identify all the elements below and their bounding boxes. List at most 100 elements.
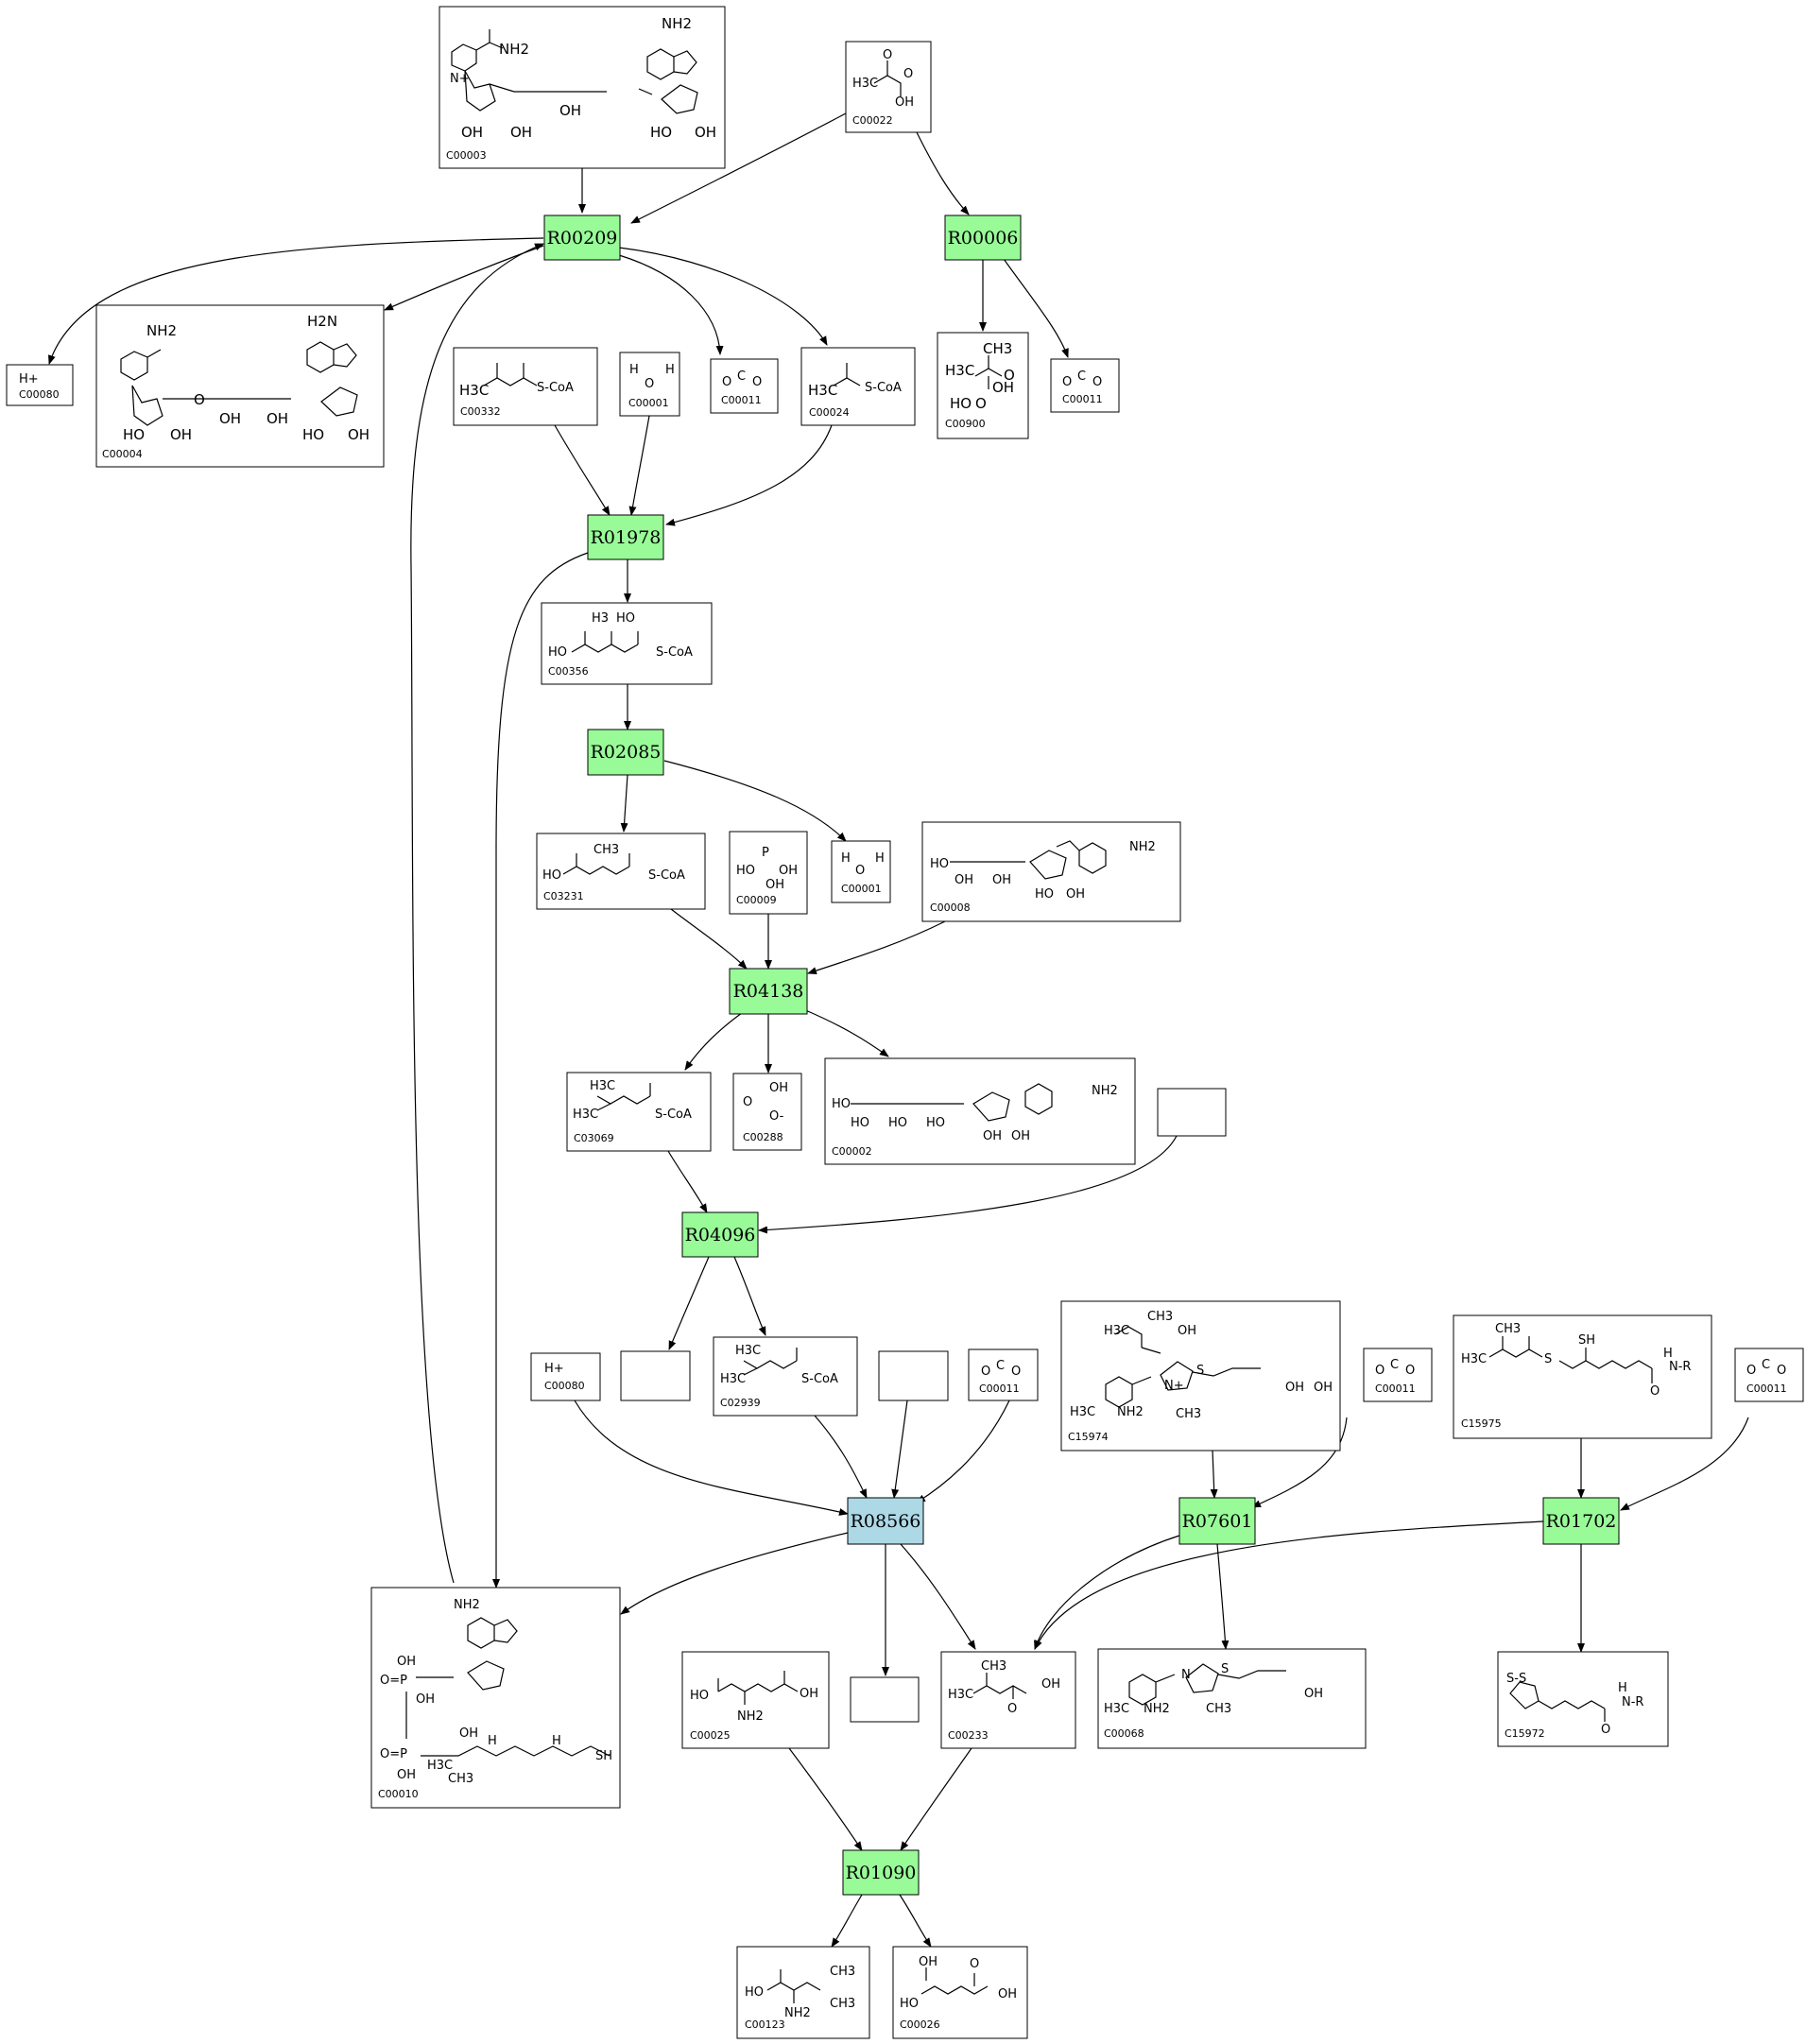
- compound-id: C00011: [1062, 393, 1103, 405]
- atom-label: NH2: [662, 15, 692, 32]
- edge: [620, 774, 628, 833]
- compound-node[interactable]: O C O C00011: [1050, 358, 1120, 413]
- compound-node[interactable]: HO OH OH HO OH NH2 C00008: [921, 821, 1181, 922]
- edge: [492, 552, 589, 1589]
- structure-drawing: [405, 1617, 611, 1757]
- atom-label: O: [1011, 1365, 1021, 1379]
- compound-node[interactable]: NH2 H2N O OH OH HO OH HO OH C00004: [95, 304, 385, 468]
- compound-node[interactable]: H3C H3C S-CoA C02939: [713, 1336, 858, 1417]
- compound-node[interactable]: OH O O- C00288: [732, 1073, 802, 1151]
- atom-label: CH3: [981, 1659, 1006, 1674]
- compound-node[interactable]: NH2 OH O=P OH O=P OH H3C CH3 OH H H SH C…: [370, 1587, 621, 1809]
- atom-label: NH2: [1129, 840, 1156, 854]
- edge: [618, 247, 828, 346]
- compound-node[interactable]: HO HO HO HO OH OH NH2 C00002: [824, 1057, 1136, 1165]
- reaction-node[interactable]: R04138: [729, 968, 808, 1015]
- empty-compound-node[interactable]: [850, 1676, 920, 1723]
- compound-node[interactable]: HO NH2 OH C00025: [681, 1651, 830, 1749]
- compound-node[interactable]: O C O C00011: [968, 1348, 1039, 1401]
- structure-drawing: [1128, 1663, 1286, 1706]
- edge: [1034, 1535, 1180, 1650]
- compound-id: C00332: [460, 405, 501, 418]
- compound-node[interactable]: H3C CH3 O OH HO O C00900: [937, 332, 1029, 439]
- atom-label: OH: [416, 1692, 435, 1707]
- atom-label: O: [1007, 1702, 1017, 1716]
- compound-node[interactable]: HO CH3 S-CoA C03231: [536, 833, 706, 910]
- compound-node[interactable]: CH3 H3C OH O C00233: [940, 1651, 1076, 1749]
- atom-label: CH3: [983, 340, 1012, 357]
- structure-drawing: [717, 1671, 799, 1705]
- atom-label: HO: [650, 124, 672, 141]
- reaction-node[interactable]: R02085: [587, 729, 664, 776]
- compound-node[interactable]: H3C S-CoA C00024: [800, 347, 916, 426]
- empty-compound-node[interactable]: [620, 1350, 691, 1401]
- compound-node[interactable]: O H3C OH O C00022: [845, 41, 932, 133]
- compound-id: C00080: [19, 388, 60, 401]
- compound-node[interactable]: H O H C00001: [831, 840, 891, 903]
- atom-label: H: [552, 1734, 561, 1748]
- reaction-node[interactable]: R00209: [543, 215, 621, 261]
- atom-label: H3C: [945, 362, 974, 379]
- compound-node[interactable]: S-S H N-R O C15972: [1497, 1651, 1669, 1747]
- atom-label: C: [1077, 369, 1086, 384]
- compound-nodes: NH2 N+ OH OH OH HO OH NH2 C00003 O H3C O…: [6, 6, 1804, 2039]
- reaction-node[interactable]: R08566: [847, 1497, 924, 1545]
- structure-drawing: [950, 840, 1107, 880]
- compound-node[interactable]: HO NH2 CH3 CH3 C00123: [736, 1946, 870, 2039]
- compound-id: C00001: [628, 397, 669, 409]
- edge: [1620, 1417, 1749, 1511]
- empty-compound-node[interactable]: [1157, 1088, 1227, 1137]
- atom-label: OH: [559, 102, 581, 119]
- compound-node[interactable]: H3C S-CoA C00332: [453, 347, 598, 426]
- reaction-node[interactable]: R00006: [944, 215, 1022, 261]
- reaction-node[interactable]: R07601: [1178, 1497, 1256, 1545]
- atom-label: OH: [1178, 1324, 1196, 1338]
- edge: [802, 1008, 889, 1057]
- edge: [670, 908, 748, 970]
- atom-label: OH: [170, 426, 192, 443]
- atom-label: S: [1196, 1364, 1204, 1378]
- compound-id: C00024: [809, 406, 850, 419]
- compound-node[interactable]: H3 HO HO S-CoA C00356: [541, 602, 713, 685]
- compound-node[interactable]: O C O C00011: [1363, 1348, 1433, 1402]
- compound-node[interactable]: O C O C00011: [1734, 1348, 1804, 1402]
- atom-label: H3C: [427, 1759, 453, 1773]
- compound-id: C00356: [548, 665, 589, 678]
- reaction-node[interactable]: R01090: [842, 1849, 920, 1896]
- atom-label: O: [1092, 375, 1102, 389]
- compound-node[interactable]: HO P OH OH C00009: [729, 831, 808, 915]
- compound-node[interactable]: OH HO OH O C00026: [892, 1946, 1028, 2039]
- atom-label: O: [1375, 1364, 1385, 1378]
- compound-node[interactable]: H3C NH2 S N CH3 OH C00068: [1097, 1648, 1367, 1749]
- atom-label: HO: [302, 426, 324, 443]
- compound-node[interactable]: H3C CH3 OH N+ S H3C NH2 CH3 OH OH C15974: [1060, 1300, 1341, 1451]
- atom-label: CH3: [593, 843, 619, 857]
- atom-label: O: [975, 395, 987, 412]
- compound-node[interactable]: CH3 H3C S SH H N-R O C15975: [1453, 1314, 1712, 1439]
- atom-label: OH: [1314, 1381, 1333, 1395]
- compound-node[interactable]: H+ C00080: [6, 364, 74, 406]
- edge: [891, 1400, 908, 1499]
- atom-label: S-CoA: [648, 868, 685, 883]
- reaction-node[interactable]: R01702: [1542, 1497, 1620, 1545]
- edge: [663, 760, 847, 842]
- compound-id: C00080: [544, 1380, 585, 1392]
- reaction-node[interactable]: R01978: [587, 514, 664, 560]
- atom-label: HO: [745, 1985, 764, 2000]
- reaction-id: R04138: [733, 981, 804, 1002]
- atom-label: S: [1221, 1662, 1229, 1676]
- compound-node[interactable]: NH2 N+ OH OH OH HO OH NH2 C00003: [439, 6, 726, 169]
- reaction-node[interactable]: R04096: [681, 1211, 759, 1258]
- reaction-id: R01702: [1546, 1511, 1617, 1532]
- compound-node[interactable]: O C O C00011: [710, 358, 779, 414]
- compound-id: C00004: [102, 448, 143, 460]
- atom-label: OH: [1304, 1687, 1323, 1701]
- atom-label: H: [1663, 1347, 1673, 1361]
- compound-node[interactable]: H+ C00080: [530, 1352, 601, 1401]
- compound-node[interactable]: H O H C00001: [619, 352, 680, 417]
- atom-label: C: [1762, 1358, 1770, 1372]
- edge: [814, 1415, 868, 1499]
- empty-compound-node[interactable]: [878, 1350, 949, 1401]
- atom-label: HO: [123, 426, 145, 443]
- compound-node[interactable]: H3C H3C S-CoA C03069: [566, 1072, 712, 1152]
